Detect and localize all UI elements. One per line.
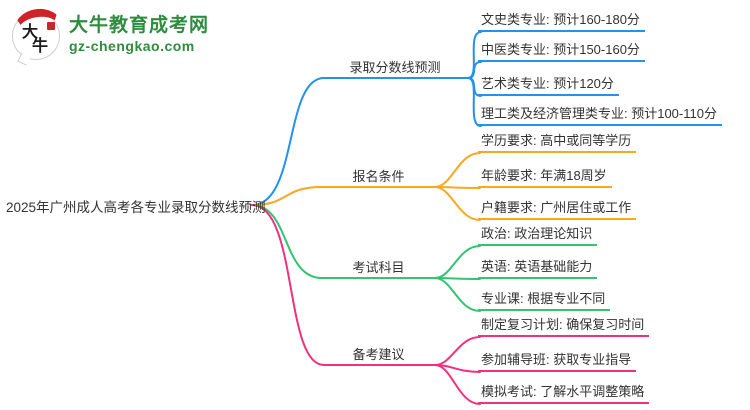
- leaf-education-requirement: 学历要求: 高中或同等学历: [478, 133, 637, 153]
- logo-red-seal-icon: [47, 22, 55, 30]
- edge-branch-1-leaf-0: [434, 152, 481, 188]
- edge-branch-2-leaf-2: [434, 277, 481, 312]
- edge-branch-0-leaf-3: [467, 77, 482, 127]
- leaf-review-plan: 制定复习计划: 确保复习时间: [478, 317, 650, 337]
- logo-char-bottom: 牛: [32, 36, 49, 55]
- edge-center-to-branch-3: [251, 204, 436, 366]
- logo-bubble-icon: 大 牛: [12, 5, 64, 66]
- leaf-art-score: 艺术类专业: 预计120分: [478, 76, 619, 96]
- edge-branch-3-leaf-2: [434, 364, 481, 405]
- leaf-age-requirement: 年龄要求: 年满18周岁: [478, 168, 612, 188]
- leaf-subject-english: 英语: 英语基础能力: [478, 259, 598, 279]
- site-logo: 大 牛 大牛教育成考网 gz-chengkao.com: [12, 5, 209, 66]
- edge-branch-3-leaf-0: [434, 336, 481, 366]
- leaf-science-econ-score: 理工类及经济管理类专业: 预计100-110分: [478, 106, 722, 126]
- edge-center-to-branch-1: [251, 186, 436, 206]
- branch-registration-requirements: 报名条件: [352, 169, 405, 184]
- edge-center-to-branch-0: [251, 77, 469, 206]
- central-topic: 2025年广州成人高考各专业录取分数线预测: [6, 200, 266, 215]
- leaf-residency-requirement: 户籍要求: 广州居住或工作: [478, 200, 637, 220]
- branch-prep-suggestions: 备考建议: [352, 347, 405, 362]
- edge-branch-2-leaf-0: [434, 245, 481, 279]
- edge-branch-1-leaf-2: [434, 186, 481, 221]
- leaf-liberal-arts-score: 文史类专业: 预计160-180分: [478, 12, 645, 32]
- edge-center-to-branch-2: [251, 204, 436, 279]
- leaf-subject-politics: 政治: 政治理论知识: [478, 226, 598, 246]
- leaf-mock-exam: 模拟考试: 了解水平调整策略: [478, 384, 650, 404]
- leaf-subject-major: 专业课: 根据专业不同: [478, 291, 611, 311]
- leaf-tutoring-class: 参加辅导班: 获取专业指导: [478, 352, 637, 372]
- site-name: 大牛教育成考网: [69, 15, 210, 36]
- logo-char-top: 大: [22, 22, 39, 41]
- site-domain: gz-chengkao.com: [69, 38, 195, 54]
- branch-score-prediction: 录取分数线预测: [349, 60, 441, 75]
- logo-text-block: 大牛教育成考网 gz-chengkao.com: [69, 12, 209, 55]
- branch-exam-subjects: 考试科目: [352, 260, 405, 275]
- leaf-tcm-score: 中医类专业: 预计150-160分: [478, 42, 645, 62]
